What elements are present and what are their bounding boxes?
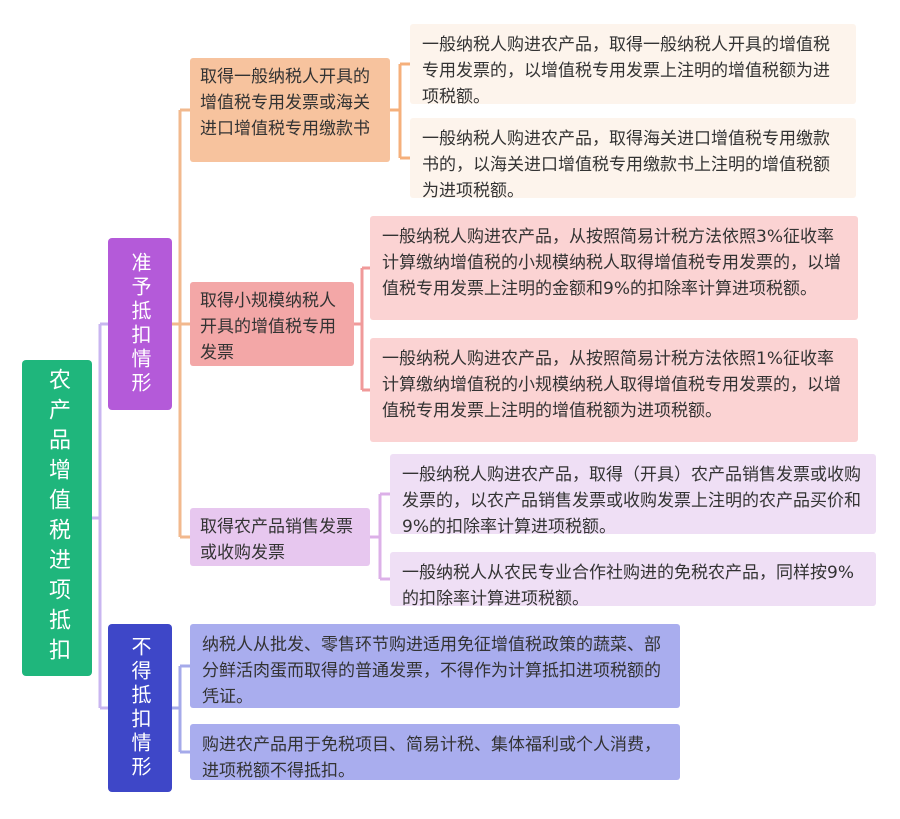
leaf-exempt-use: 购进农产品用于免税项目、简易计税、集体福利或个人消费，进项税额不得抵扣。 [190, 724, 680, 781]
leaf-small-scale-1pct: 一般纳税人购进农产品，从按照简易计税方法依照1%征收率计算缴纳增值税的小规模纳税… [370, 338, 858, 442]
connector-root [92, 322, 108, 710]
leaf-sales-invoice: 一般纳税人购进农产品，取得（开具）农产品销售发票或收购发票的，以农产品销售发票或… [390, 454, 876, 537]
leaf-vat-invoice: 一般纳税人购进农产品，取得一般纳税人开具的增值税专用发票的，以增值税专用发票上注… [410, 24, 856, 107]
leaf-customs-book: 一般纳税人购进农产品，取得海关进口增值税专用缴款书的，以海关进口增值税专用缴款书… [410, 118, 856, 201]
branch-sales-or-purchase-invoice: 取得农产品销售发票或收购发票 [190, 508, 370, 566]
leaf-cooperative: 一般纳税人从农民专业合作社购进的免税农产品，同样按9%的扣除率计算进项税额。 [390, 552, 876, 609]
connector-branch3 [370, 492, 390, 581]
connector-allow [172, 108, 190, 539]
leaf-small-scale-3pct: 一般纳税人购进农产品，从按照简易计税方法依照3%征收率计算缴纳增值税的小规模纳税… [370, 216, 858, 320]
root-node: 农产品增值税进项抵扣 [22, 360, 92, 676]
connector-branch2 [354, 266, 370, 392]
branch-small-scale-invoice: 取得小规模纳税人开具的增值税专用发票 [190, 282, 354, 366]
connector-deny [172, 664, 190, 754]
branch-vat-invoice-or-customs: 取得一般纳税人开具的增值税专用发票或海关进口增值税专用缴款书 [190, 58, 390, 162]
category-allow-deduction: 准予抵扣情形 [108, 238, 172, 410]
connector-branch1 [390, 62, 410, 160]
leaf-exempt-vegetables: 纳税人从批发、零售环节购进适用免征增值税政策的蔬菜、部分鲜活肉蛋而取得的普通发票… [190, 624, 680, 708]
category-no-deduction: 不得抵扣情形 [108, 624, 172, 792]
